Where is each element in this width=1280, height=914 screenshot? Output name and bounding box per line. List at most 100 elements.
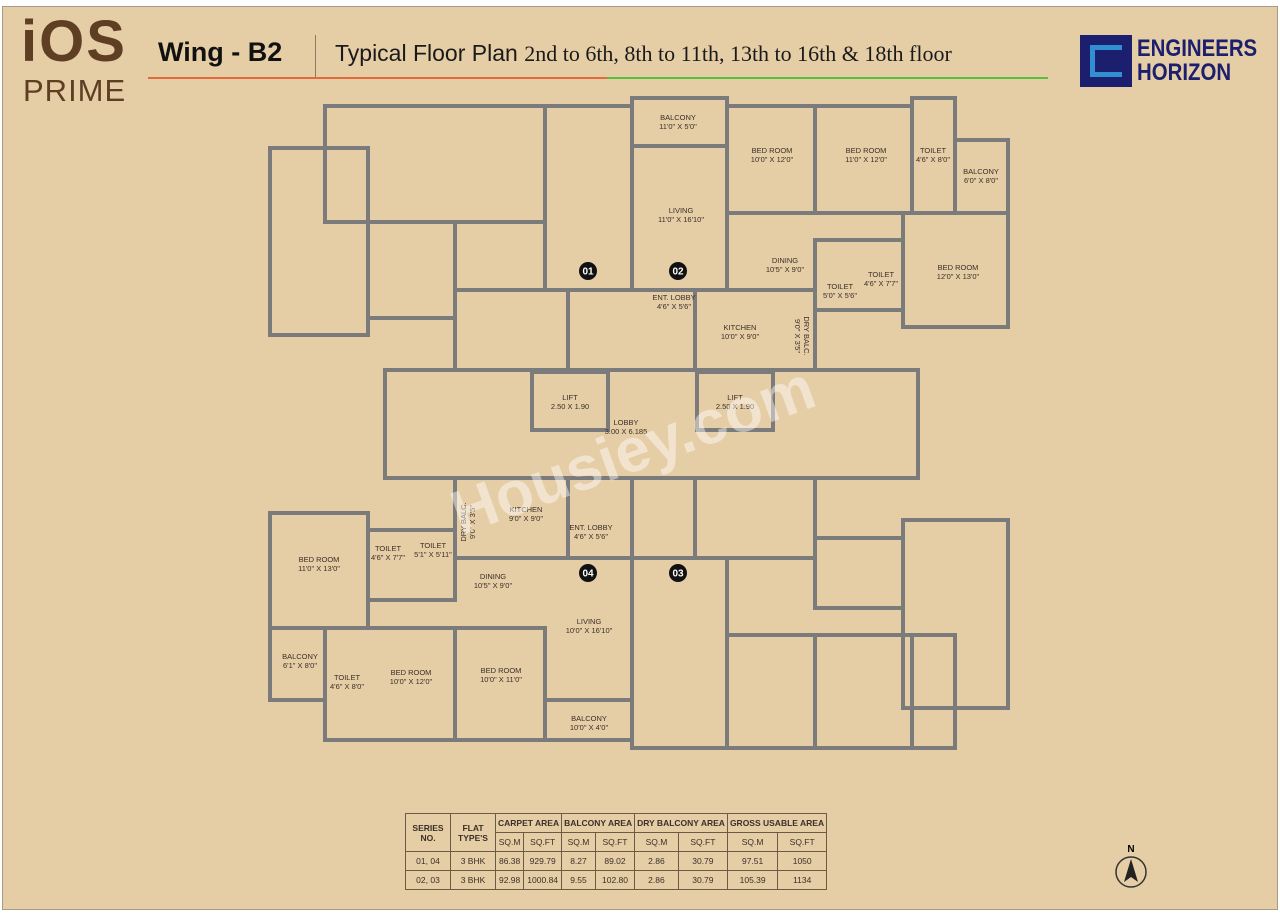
compass-icon (1115, 856, 1147, 888)
room-name: BALCONY (660, 113, 696, 122)
room-size: 11'0" X 5'0" (659, 122, 697, 131)
flat-marker-badge (669, 262, 687, 280)
flat-marker-badge (579, 262, 597, 280)
wall (813, 238, 905, 312)
header-carpet: CARPET AREA (494, 813, 563, 833)
wall (630, 144, 729, 292)
table-cell: 9.55 (561, 870, 596, 890)
table-cell: 8.27 (561, 851, 596, 871)
header-dry-balcony: DRY BALCONY AREA (634, 813, 728, 833)
room-name: BED ROOM (846, 146, 887, 155)
header-series: SERIES NO. (405, 813, 451, 852)
room-size: 10'0" X 12'0" (751, 155, 794, 164)
room-size: 3.00 X 6.185 (605, 427, 648, 436)
room-name: BALCONY (963, 167, 999, 176)
room-size: 10'0" X 4'0" (570, 723, 609, 732)
room-name: TOILET (420, 541, 447, 550)
developer-name-2: HORIZON (1137, 59, 1232, 86)
subheader-sqft: SQ.FT (594, 832, 636, 852)
table-cell: 01, 04 (405, 851, 451, 871)
room-name: KITCHEN (724, 323, 757, 332)
table-cell: 89.02 (594, 851, 636, 871)
north-label: N (1127, 844, 1134, 855)
room-size: 10'0" X 12'0" (390, 677, 433, 686)
room-name: LIFT (562, 393, 578, 402)
subheader-sqm: SQ.M (494, 832, 525, 852)
room-name: LOBBY (613, 418, 638, 427)
room-name: DINING (480, 572, 506, 581)
room-name: BED ROOM (938, 263, 979, 272)
wall (813, 633, 914, 750)
table-cell: 02, 03 (405, 870, 451, 890)
room-size: 10'5" X 9'0" (474, 581, 513, 590)
wall (366, 220, 457, 320)
wall (268, 146, 370, 337)
room-size: 4'6" X 7'7" (371, 553, 405, 562)
table-cell: 1050 (777, 851, 828, 871)
room-size: 5'0" X 5'6" (823, 291, 857, 300)
wing-title: Wing - B2 (158, 37, 283, 67)
subheader-sqft: SQ.FT (523, 832, 563, 852)
room-size: 4'6" X 5'6" (657, 302, 691, 311)
table-cell: 1000.84 (523, 870, 563, 890)
room-size: 9'0" X 9'0" (509, 514, 543, 523)
room-size: 10'0" X 11'0" (480, 675, 522, 684)
flat-marker-number: 02 (672, 267, 684, 278)
wall (910, 633, 957, 750)
wall (323, 104, 547, 224)
room-name: ENT. LOBBY (569, 523, 612, 532)
north-arrow: N (1115, 844, 1147, 888)
room-size: 10'0" X 9'0" (721, 332, 760, 341)
north-arrow-icon (1124, 859, 1138, 882)
table-cell: 3 BHK (450, 870, 496, 890)
subheader-sqm: SQ.M (634, 832, 679, 852)
room-name: DINING (772, 256, 798, 265)
room-size: 4'6" X 5'6" (574, 532, 608, 541)
room-size: 4'6" X 8'0" (916, 155, 950, 164)
wall (693, 476, 817, 560)
header-balcony: BALCONY AREA (561, 813, 636, 833)
table-cell: 1134 (777, 870, 828, 890)
developer-name-1: ENGINEERS (1137, 35, 1258, 62)
room-size: 10'0" X 16'10" (566, 626, 613, 635)
table-cell: 102.80 (594, 870, 636, 890)
table-cell: 30.79 (677, 851, 728, 871)
room-size: 11'0" X 12'0" (845, 155, 887, 164)
flat-marker-badge (669, 564, 687, 582)
room-name: BED ROOM (299, 555, 340, 564)
room-name: BALCONY (571, 714, 607, 723)
room-name: DRY BALC. (459, 502, 468, 541)
header-gross: GROSS USABLE AREA (726, 813, 828, 833)
room-size: 5'1" X 5'11" (414, 550, 452, 559)
room-name: TOILET (920, 146, 947, 155)
room-name: LIVING (577, 617, 602, 626)
room-name: TOILET (334, 673, 361, 682)
room-label: DRY BALC.9'0" X 3'5" (793, 316, 811, 355)
room-size: 2.50 X 1.90 (551, 402, 589, 411)
room-name: BALCONY (282, 652, 318, 661)
subheader-sqft: SQ.FT (777, 832, 828, 852)
room-size: 12'0" X 13'0" (937, 272, 980, 281)
wall (725, 633, 817, 750)
